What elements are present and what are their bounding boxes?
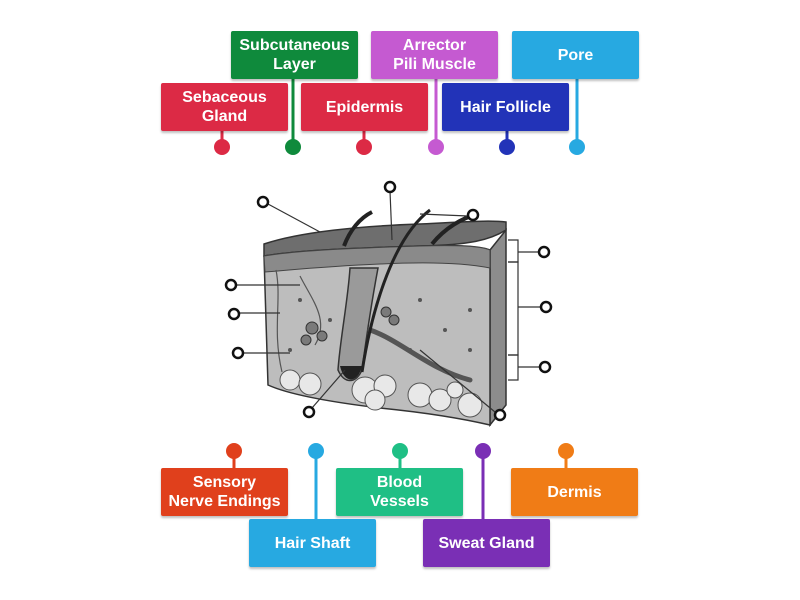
tag-subcutaneous-layer[interactable]: Subcutaneous Layer <box>231 31 358 79</box>
pin-dot-sebaceous <box>214 139 230 155</box>
arrector-pili-shape <box>367 327 473 383</box>
fat-cell <box>428 388 452 412</box>
gland-lobe <box>316 330 328 342</box>
fat-cell <box>446 381 464 399</box>
texture-dot <box>288 348 292 352</box>
drop-target-right-lower[interactable] <box>538 360 552 374</box>
fat-cell <box>279 369 301 391</box>
drop-target-bottom-right[interactable] <box>493 408 507 422</box>
drop-target-top-center[interactable] <box>383 180 397 194</box>
gland-lobe <box>300 334 312 346</box>
skin-block-side <box>489 227 507 428</box>
texture-dot <box>418 298 422 302</box>
pin-dot-arrector <box>428 139 444 155</box>
drop-target-left-upper[interactable] <box>224 278 238 292</box>
drop-target-right-upper[interactable] <box>537 245 551 259</box>
leader-line <box>419 213 469 217</box>
texture-dot <box>443 328 447 332</box>
skin-block-illustration <box>236 190 540 428</box>
tag-epidermis[interactable]: Epidermis <box>301 83 428 131</box>
texture-dot <box>468 348 472 352</box>
tag-blood-vessels[interactable]: Blood Vessels <box>336 468 463 516</box>
texture-dot <box>298 298 302 302</box>
fat-cell <box>407 382 433 408</box>
fat-cell <box>298 372 322 396</box>
pin-dot-sweat-gland <box>475 443 491 459</box>
drop-target-right-middle[interactable] <box>539 300 553 314</box>
layer-brackets <box>508 239 540 381</box>
gland-lobe <box>388 314 400 326</box>
drop-target-top-left[interactable] <box>256 195 270 209</box>
bracket-top <box>508 239 519 263</box>
tag-dermis[interactable]: Dermis <box>511 468 638 516</box>
bracket-mid <box>508 261 519 356</box>
leader-line <box>267 203 321 233</box>
nerve-line <box>275 269 283 373</box>
pin-dot-subcutaneous <box>285 139 301 155</box>
drop-target-left-middle[interactable] <box>227 307 241 321</box>
fat-cells <box>279 369 483 418</box>
tag-sweat-gland[interactable]: Sweat Gland <box>423 519 550 567</box>
pin-dot-pore <box>569 139 585 155</box>
pin-dot-hair-follicle <box>499 139 515 155</box>
pin-dot-hair-shaft <box>308 443 324 459</box>
tag-sensory-nerve-endings[interactable]: Sensory Nerve Endings <box>161 468 288 516</box>
drop-targets <box>224 180 553 422</box>
leader-lines <box>236 190 496 413</box>
tag-hair-shaft[interactable]: Hair Shaft <box>249 519 376 567</box>
leader-line <box>311 369 346 409</box>
pin-dot-dermis <box>558 443 574 459</box>
gland-lobe <box>380 306 392 318</box>
texture-dot <box>328 318 332 322</box>
epidermis-band <box>263 245 491 273</box>
fat-cell <box>457 392 483 418</box>
hair-strand <box>360 208 431 373</box>
fat-cell <box>364 389 386 411</box>
hair-follicle-shape <box>337 267 379 382</box>
gland-lobe <box>305 321 319 335</box>
tag-sebaceous-gland[interactable]: Sebaceous Gland <box>161 83 288 131</box>
drop-target-top-right[interactable] <box>466 208 480 222</box>
bracket-bottom <box>508 354 519 381</box>
leader-line <box>419 349 496 413</box>
hair-bulb <box>340 366 362 380</box>
tag-pore[interactable]: Pore <box>512 31 639 79</box>
tag-pins <box>214 78 585 520</box>
tag-hair-follicle[interactable]: Hair Follicle <box>442 83 569 131</box>
texture-dot <box>468 308 472 312</box>
hair-strand <box>342 210 373 247</box>
drop-target-bottom-left[interactable] <box>302 405 316 419</box>
pin-dot-sensory <box>226 443 242 459</box>
sebaceous-gland-shape <box>300 306 400 346</box>
leader-line <box>389 190 393 241</box>
pin-dot-epidermis <box>356 139 372 155</box>
drop-target-left-lower[interactable] <box>231 346 245 360</box>
tag-arrector-pili-muscle[interactable]: Arrector Pili Muscle <box>371 31 498 79</box>
pin-dot-blood-vessels <box>392 443 408 459</box>
